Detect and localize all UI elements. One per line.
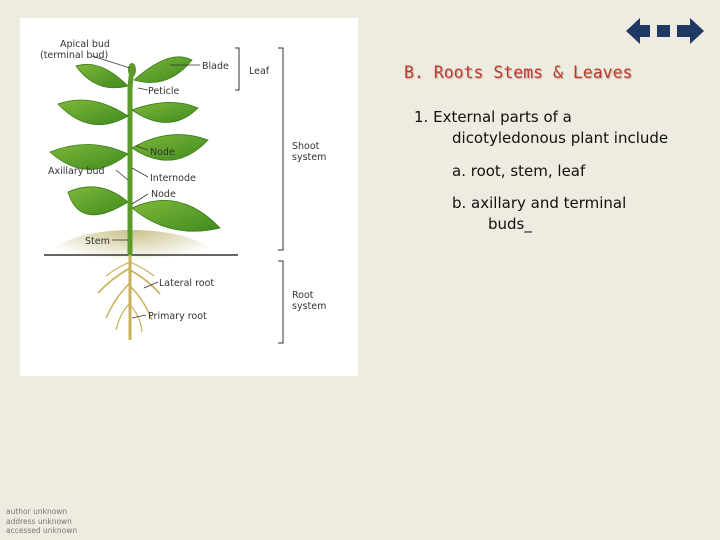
label-blade: Blade	[202, 61, 229, 72]
slide-navigation	[626, 16, 704, 46]
stem-drawing	[127, 69, 135, 255]
credit-accessed: accessed unknown	[6, 526, 78, 535]
label-stem: Stem	[85, 236, 110, 247]
back-arrow-icon[interactable]	[626, 18, 650, 44]
label-leaf: Leaf	[249, 66, 270, 77]
label-shoot-system-line2: system	[292, 152, 326, 163]
point-1-number: 1.	[414, 108, 429, 126]
leaves-drawing	[49, 56, 221, 232]
label-petiole: Peticle	[148, 86, 179, 97]
point-1: 1. External parts of a dicotyledonous pl…	[414, 107, 668, 149]
label-terminal-bud: (terminal bud)	[40, 50, 108, 61]
point-b: b. axillary and terminal buds_	[452, 193, 626, 235]
plant-diagram: Apical bud (terminal bud) Blade Leaf Pet…	[20, 18, 358, 376]
label-internode: Internode	[150, 173, 196, 184]
label-primary-root: Primary root	[148, 311, 207, 322]
label-node-1: Node	[150, 147, 175, 158]
plant-diagram-svg: Apical bud (terminal bud) Blade Leaf Pet…	[40, 39, 326, 344]
label-node-2: Node	[151, 189, 176, 200]
brackets	[235, 47, 284, 344]
leader-lines	[91, 55, 200, 319]
label-root-system-line2: system	[292, 301, 326, 312]
root-system-drawing	[97, 255, 161, 340]
slide-title: B. Roots Stems & Leaves	[404, 63, 633, 82]
label-shoot-system-line1: Shoot	[292, 141, 320, 152]
credit-author: author unknown	[6, 507, 68, 516]
apical-bud-drawing	[128, 63, 136, 77]
point-1-line2: dicotyledonous plant include	[452, 129, 669, 147]
label-axillary-bud: Axillary bud	[48, 166, 105, 177]
soil-shading	[52, 230, 212, 282]
nav-icons-svg	[626, 18, 704, 44]
point-1-line1: External parts of a	[433, 108, 572, 126]
image-credit: author unknown address unknown accessed …	[6, 507, 77, 536]
label-apical-bud: Apical bud	[60, 39, 110, 50]
credit-address: address unknown	[6, 516, 72, 526]
point-a: a. root, stem, leaf	[452, 162, 586, 180]
home-square-icon[interactable]	[657, 25, 670, 37]
forward-arrow-icon[interactable]	[677, 18, 704, 44]
point-b-line2: buds_	[488, 215, 532, 233]
label-lateral-root: Lateral root	[159, 278, 214, 289]
point-b-line1: b. axillary and terminal	[452, 194, 627, 212]
label-root-system-line1: Root	[292, 290, 314, 301]
